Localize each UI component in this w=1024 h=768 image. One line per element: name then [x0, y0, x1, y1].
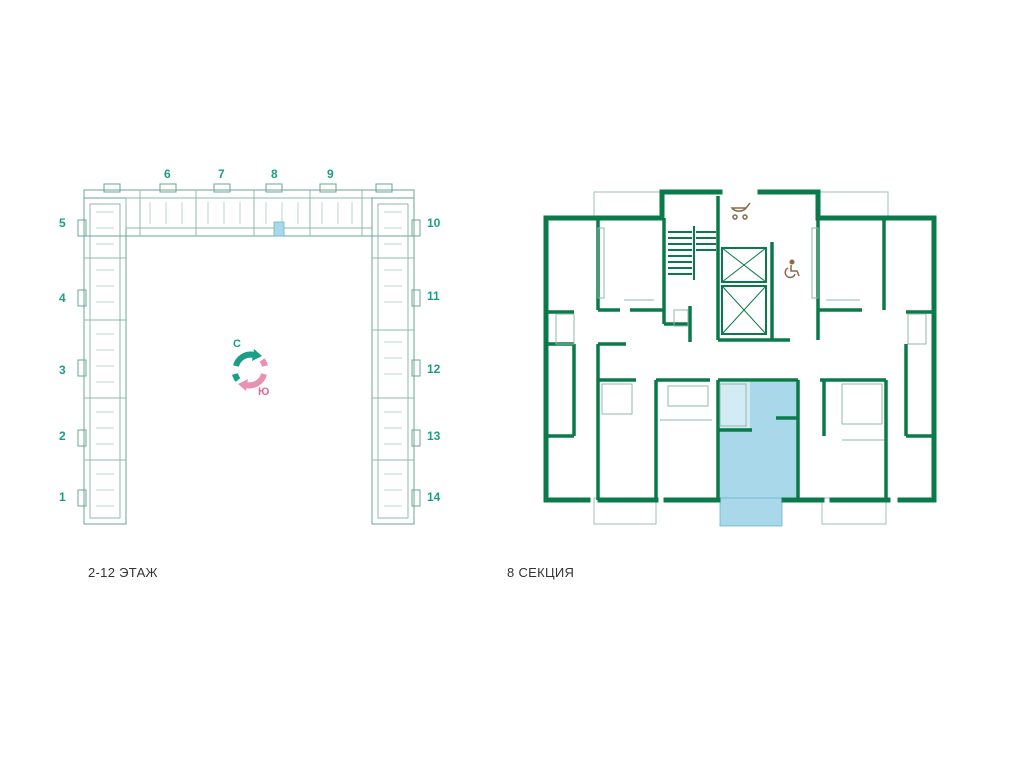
section-label-1[interactable]: 1 [59, 490, 66, 504]
wheelchair-icon [784, 259, 800, 279]
compass-icon [232, 349, 268, 391]
selected-apartment-marker[interactable] [273, 221, 285, 237]
section-label-3[interactable]: 3 [59, 363, 66, 377]
section-plan [543, 189, 937, 527]
section-label-7[interactable]: 7 [218, 167, 225, 181]
section-label-9[interactable]: 9 [327, 167, 334, 181]
section-label-13[interactable]: 13 [427, 429, 441, 443]
section-label-11[interactable]: 11 [427, 289, 440, 303]
section-label-8[interactable]: 8 [271, 167, 278, 181]
section-label-2[interactable]: 2 [59, 429, 66, 443]
stroller-icon [730, 202, 751, 220]
stairs-icon [668, 226, 716, 280]
section-label-10[interactable]: 10 [427, 216, 441, 230]
compass-north-label: С [233, 338, 241, 350]
compass-south-label: Ю [258, 386, 270, 398]
highlighted-apartment[interactable] [718, 382, 798, 527]
section-label-5[interactable]: 5 [59, 216, 66, 230]
section-label-4[interactable]: 4 [59, 291, 66, 305]
building-overview [77, 183, 421, 525]
section-caption: 8 СЕКЦИЯ [507, 565, 575, 580]
section-label-14[interactable]: 14 [427, 490, 441, 504]
floor-caption: 2-12 ЭТАЖ [88, 565, 158, 580]
section-label-6[interactable]: 6 [164, 167, 171, 181]
section-label-12[interactable]: 12 [427, 362, 441, 376]
elevator-icon [721, 247, 767, 335]
